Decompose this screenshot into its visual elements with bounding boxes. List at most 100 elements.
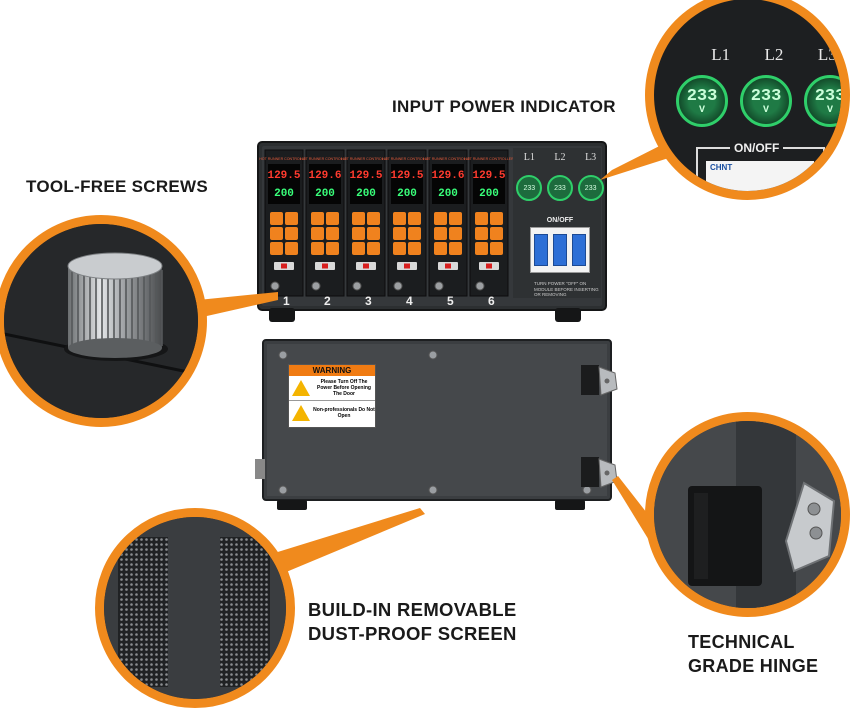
module-key-button[interactable] [490, 242, 503, 255]
module-key-button[interactable] [490, 227, 503, 240]
indicator-lamps-small: 233 233 233 [514, 175, 606, 201]
panel-screw-icon [311, 281, 321, 291]
switch-label-small: ON/OFF [546, 217, 574, 224]
indicator-lamp-l2: 233 [546, 175, 573, 201]
onoff-label: ON/OFF [730, 141, 784, 155]
indicator-lamp-l1: 233 [516, 175, 543, 201]
module-key-button[interactable] [393, 242, 406, 255]
module-title: HOT RUNNER CONTROLLER [341, 157, 391, 161]
module-key-button[interactable] [270, 242, 283, 255]
module-key-button[interactable] [270, 212, 283, 225]
phase-l2-label: L2 [764, 45, 784, 64]
zone-number: 4 [406, 294, 413, 308]
dust-screen-label: BUILD-IN REMOVABLE DUST-PROOF SCREEN [308, 598, 517, 646]
mesh-screen-icon [104, 517, 286, 699]
phase-l3-label: L3 [817, 45, 837, 64]
module-key-button[interactable] [352, 242, 365, 255]
panel-screw-icon [475, 281, 485, 291]
module-key-button[interactable] [326, 227, 339, 240]
dust-screen-line1: BUILD-IN REMOVABLE [308, 599, 517, 620]
phase-label-l1: L1 [523, 152, 535, 163]
module-key-button[interactable] [326, 212, 339, 225]
module-key-button[interactable] [449, 212, 462, 225]
zone-number: 3 [365, 294, 372, 308]
no-entry-icon [292, 405, 310, 421]
warning-title: WARNING [289, 365, 375, 376]
module-key-button[interactable] [449, 227, 462, 240]
phase-labels: L1 L2 L3 [694, 45, 841, 65]
module-key-button[interactable] [408, 212, 421, 225]
pv-display: 129.5 [390, 170, 423, 182]
dust-screen-line2: DUST-PROOF SCREEN [308, 623, 517, 644]
module-key-button[interactable] [408, 242, 421, 255]
breaker[interactable]: CHNT [706, 161, 814, 191]
panel-screw-icon [270, 281, 280, 291]
module-key-button[interactable] [367, 242, 380, 255]
panel-screw-icon [352, 281, 362, 291]
module-key-button[interactable] [311, 227, 324, 240]
module-key-button[interactable] [434, 227, 447, 240]
module-key-button[interactable] [393, 212, 406, 225]
hinge-icon [654, 421, 841, 608]
module-key-button[interactable] [352, 227, 365, 240]
module-key-button[interactable] [311, 212, 324, 225]
pv-display: 129.5 [349, 170, 382, 182]
onoff-panel: ON/OFF CHNT [696, 141, 825, 191]
hinge-label: TECHNICAL GRADE HINGE [688, 630, 818, 678]
module-key-button[interactable] [311, 242, 324, 255]
hinge-zoom-callout [645, 412, 850, 617]
module-key-button[interactable] [285, 212, 298, 225]
module-key-button[interactable] [475, 212, 488, 225]
warning-line1: Please Turn Off The Power Before Opening… [317, 379, 371, 397]
module-key-button[interactable] [285, 227, 298, 240]
controller-module: HOT RUNNER CONTROLLER 129.5 200 [382, 149, 432, 297]
hinge-line1: TECHNICAL [688, 632, 795, 652]
screw-zoom-callout [0, 215, 207, 427]
module-key-button[interactable] [393, 227, 406, 240]
module-key-button[interactable] [408, 227, 421, 240]
module-title: HOT RUNNER CONTROLLER [464, 157, 514, 161]
breaker-small[interactable] [530, 227, 590, 273]
zone-number: 2 [324, 294, 331, 308]
module-key-button[interactable] [475, 227, 488, 240]
module-key-button[interactable] [367, 227, 380, 240]
module-key-button[interactable] [270, 227, 283, 240]
module-title: HOT RUNNER CONTROLLER [423, 157, 473, 161]
input-power-indicator-label: INPUT POWER INDICATOR [392, 97, 616, 116]
sv-display: 200 [274, 188, 294, 200]
panel-screw-icon [434, 281, 444, 291]
zone-number: 6 [488, 294, 495, 308]
controller-module: HOT RUNNER CONTROLLER 129.5 200 [341, 149, 391, 297]
phase-l1-label: L1 [711, 45, 731, 64]
panel-screw-icon [393, 281, 403, 291]
indicator-lamp-l3: 233 [577, 175, 604, 201]
zone-number: 5 [447, 294, 454, 308]
breaker-brand: CHNT [710, 163, 733, 172]
module-key-button[interactable] [475, 242, 488, 255]
sv-display: 200 [356, 188, 376, 200]
module-key-button[interactable] [490, 212, 503, 225]
module-key-button[interactable] [367, 212, 380, 225]
hinge-line2: GRADE HINGE [688, 656, 819, 676]
pv-display: 129.5 [472, 170, 505, 182]
tool-free-screws-label: TOOL-FREE SCREWS [26, 177, 209, 196]
module-title: HOT RUNNER CONTROLLER [382, 157, 432, 161]
module-key-button[interactable] [434, 242, 447, 255]
zone-number: 1 [283, 294, 290, 308]
sv-display: 200 [315, 188, 335, 200]
module-key-button[interactable] [285, 242, 298, 255]
sv-display: 200 [397, 188, 417, 200]
module-key-button[interactable] [352, 212, 365, 225]
module-key-button[interactable] [326, 242, 339, 255]
module-key-button[interactable] [434, 212, 447, 225]
thumb-screw-icon [4, 224, 198, 418]
module-key-button[interactable] [449, 242, 462, 255]
